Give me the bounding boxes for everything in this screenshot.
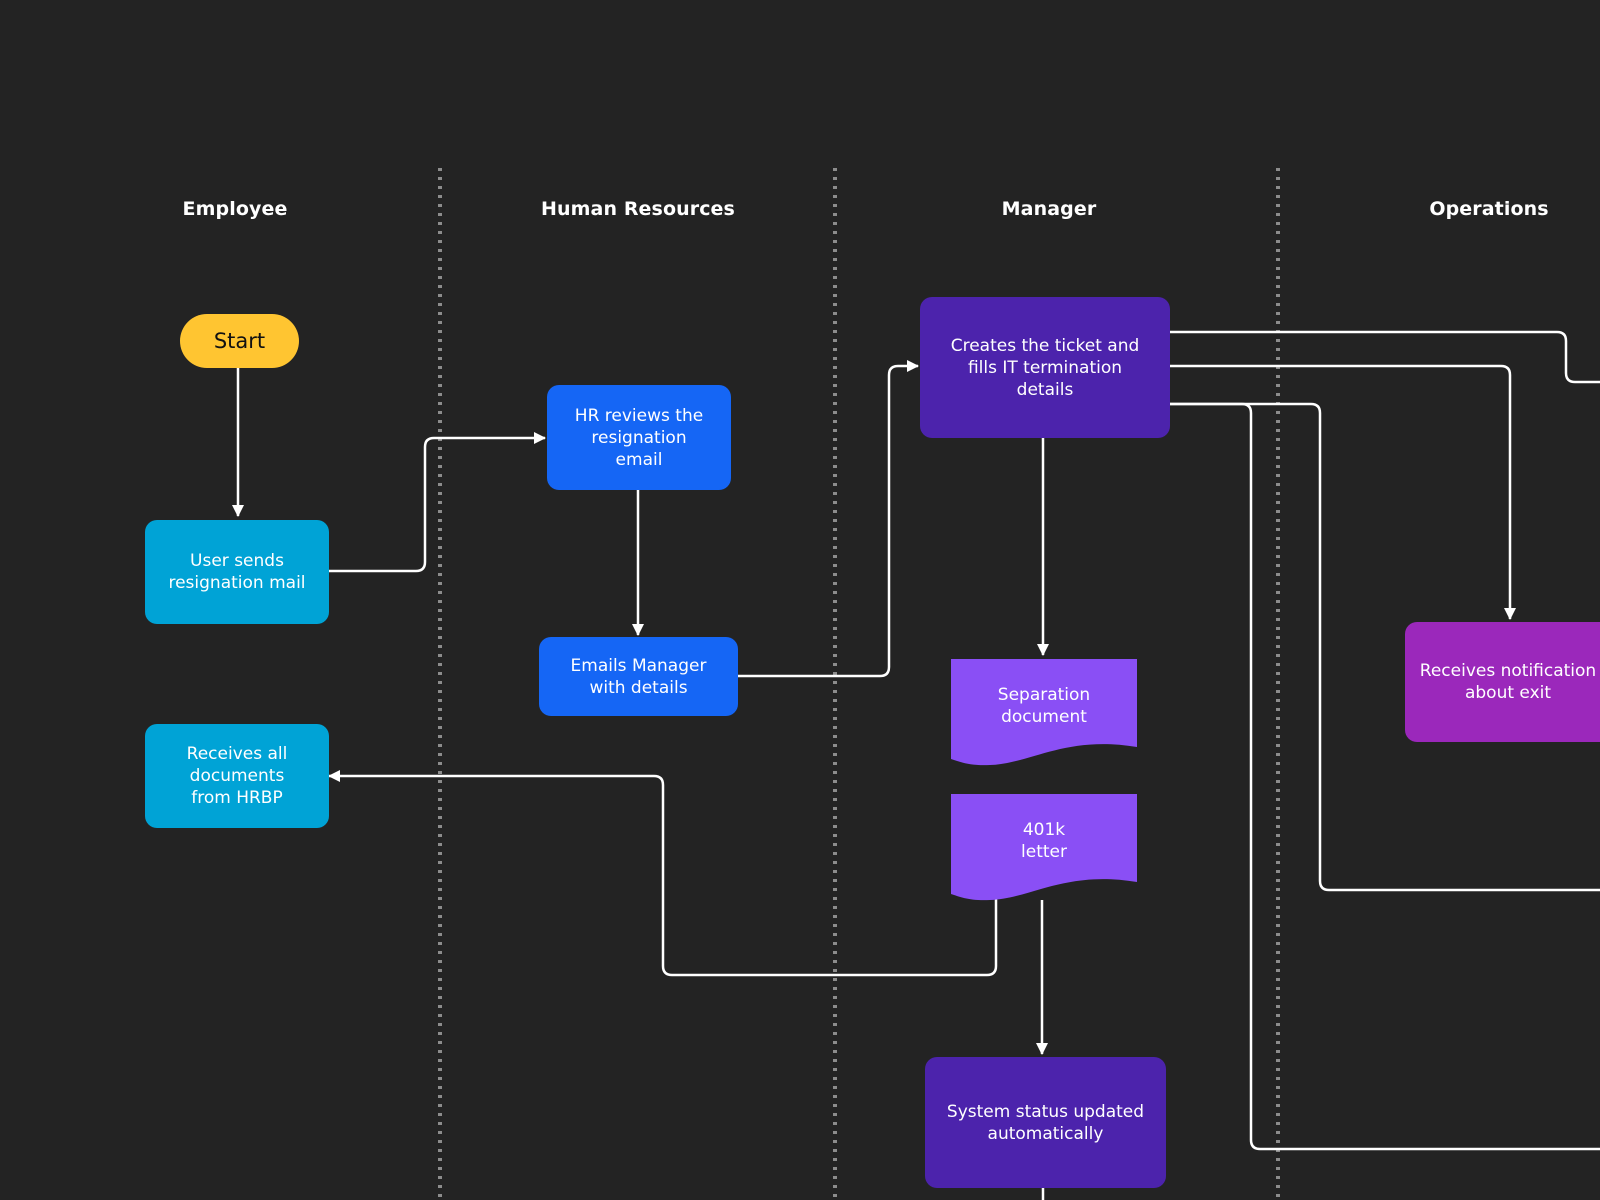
hr-reviews-node[interactable]: HR reviews the resignation email — [547, 385, 731, 490]
receives-notification-node[interactable]: Receives notification about exit — [1405, 622, 1600, 742]
connector-creates-ticket-to-operations-top — [1170, 330, 1600, 384]
user-sends-resignation-node[interactable]: User sends resignation mail — [145, 520, 329, 624]
receives-documents-label: Receives all documents from HRBP — [186, 744, 288, 808]
user-sends-resignation-label: User sends resignation mail — [168, 551, 306, 593]
system-status-label: System status updated automatically — [946, 1101, 1145, 1144]
receives-documents-node[interactable]: Receives all documents from HRBP — [145, 724, 329, 828]
system-status-node[interactable]: System status updated automatically — [925, 1057, 1166, 1188]
401k-letter-shape — [951, 794, 1137, 901]
connector-user-sends-to-hr-reviews — [328, 432, 546, 573]
hr-reviews-label: HR reviews the resignation email — [574, 405, 704, 470]
401k-letter-node[interactable]: 401k letter — [951, 801, 1137, 881]
connector-emails-manager-to-creates-ticket — [738, 360, 919, 678]
separation-document-shape — [951, 659, 1137, 766]
lane-title-operations: Operations — [1429, 198, 1549, 220]
connector-creates-ticket-to-right-mid — [1170, 402, 1600, 892]
emails-manager-label: Emails Manager with details — [570, 655, 707, 698]
emails-manager-node[interactable]: Emails Manager with details — [539, 637, 738, 716]
connector-401k-letter-to-receives-docs — [328, 770, 998, 977]
creates-ticket-label: Creates the ticket and fills IT terminat… — [950, 335, 1140, 400]
lane-title-employee: Employee — [182, 198, 288, 220]
separation-document-label: Separation document — [997, 685, 1091, 727]
start-terminal[interactable]: Start — [180, 314, 299, 368]
start-label: Start — [213, 329, 266, 353]
lane-title-human-resources: Human Resources — [541, 198, 735, 220]
creates-ticket-node[interactable]: Creates the ticket and fills IT terminat… — [920, 297, 1170, 438]
lane-title-manager: Manager — [1001, 198, 1097, 220]
connector-creates-ticket-to-receives-notification — [1170, 364, 1516, 620]
separation-document-node[interactable]: Separation document — [951, 666, 1137, 746]
connector-creates-ticket-to-right-bottom — [1170, 402, 1600, 1151]
receives-notification-label: Receives notification about exit — [1419, 661, 1597, 703]
401k-letter-label: 401k letter — [1021, 820, 1067, 862]
